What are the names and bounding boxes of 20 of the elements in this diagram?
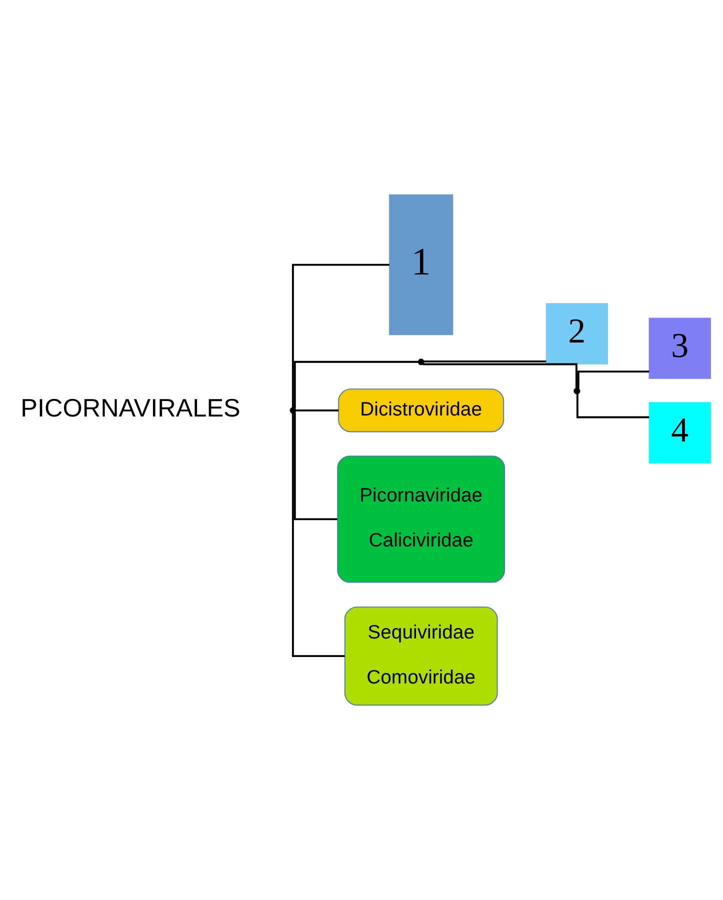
connector [292,264,390,408]
connector [294,360,418,408]
node-box: Picornaviridae Caliciviridae [337,456,506,583]
label: PICORNAVIRALES [20,394,240,423]
node-box: 1 [389,194,454,336]
connector [576,394,650,418]
node-box: 4 [648,402,711,464]
connector [294,412,338,520]
connector [577,370,650,389]
node-point [574,388,580,394]
connector [292,414,345,658]
node-box: Sequiviridae Comoviridae [344,606,498,706]
node-point [418,358,424,366]
connector [296,409,338,412]
node-box: 3 [648,318,711,379]
connector [424,360,546,362]
connector [422,363,578,388]
node-box: 2 [546,303,608,364]
node-point [290,407,296,414]
node-box: Dicistroviridae [338,388,504,432]
